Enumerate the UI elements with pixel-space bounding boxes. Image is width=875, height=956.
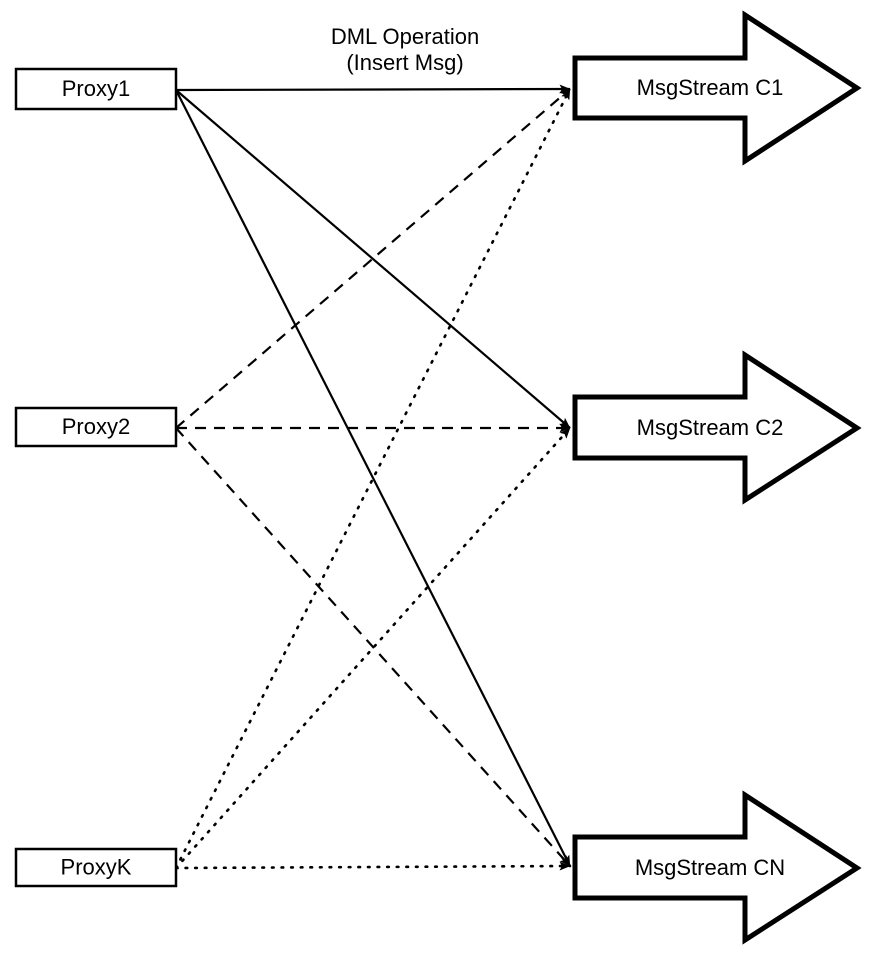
connection-line-dotted[interactable] (174, 87, 572, 870)
connection-line-dotted[interactable] (174, 426, 572, 870)
connection-p2-c1[interactable] (175, 88, 571, 429)
msgstream-label: MsgStream C1 (637, 75, 784, 100)
connection-p2-cn[interactable] (175, 427, 571, 867)
proxy-node-proxyK[interactable]: ProxyK (14, 847, 178, 888)
connection-line-solid[interactable] (175, 84, 571, 94)
edge-label-group: DML Operation (Insert Msg) (331, 24, 479, 75)
proxy-node-proxy1[interactable]: Proxy1 (14, 67, 178, 111)
connection-pk-cn[interactable] (174, 861, 572, 871)
msgstream-arrow-shape[interactable] (572, 10, 862, 166)
proxy-label: ProxyK (61, 854, 132, 879)
connection-line-solid[interactable] (175, 89, 571, 429)
proxy-box-rect[interactable] (14, 847, 178, 888)
streams-layer: MsgStream C1 MsgStream C2 MsgStream CN (572, 10, 862, 945)
connection-p1-c2[interactable] (175, 89, 571, 429)
msgstream-arrow-shape[interactable] (572, 790, 862, 945)
msgstream-label: MsgStream C2 (637, 415, 784, 440)
msgstream-node-stream_cn[interactable]: MsgStream CN (572, 790, 862, 945)
msgstream-node-stream_c2[interactable]: MsgStream C2 (572, 350, 862, 505)
msgstream-arrow-shape[interactable] (572, 350, 862, 505)
connection-pk-c1[interactable] (174, 87, 572, 870)
proxy-label: Proxy2 (62, 414, 130, 439)
connection-line-dotted[interactable] (174, 861, 572, 871)
msgstream-node-stream_c1[interactable]: MsgStream C1 (572, 10, 862, 166)
connection-p1-cn[interactable] (175, 89, 571, 867)
edge-label-line-1: DML Operation (331, 24, 479, 49)
msgstream-label: MsgStream CN (635, 855, 785, 880)
connection-line-solid[interactable] (175, 89, 571, 867)
connection-line-dashed[interactable] (175, 427, 571, 867)
connection-line-dashed[interactable] (175, 88, 571, 429)
connection-p1-c1[interactable] (175, 84, 571, 94)
connections-layer (174, 84, 572, 871)
proxy-box-rect[interactable] (14, 406, 178, 448)
proxy-box-rect[interactable] (14, 67, 178, 111)
edge-label-line-2: (Insert Msg) (346, 50, 463, 75)
connection-pk-c2[interactable] (174, 426, 572, 870)
proxy-node-proxy2[interactable]: Proxy2 (14, 406, 178, 448)
proxy-label: Proxy1 (62, 76, 130, 101)
